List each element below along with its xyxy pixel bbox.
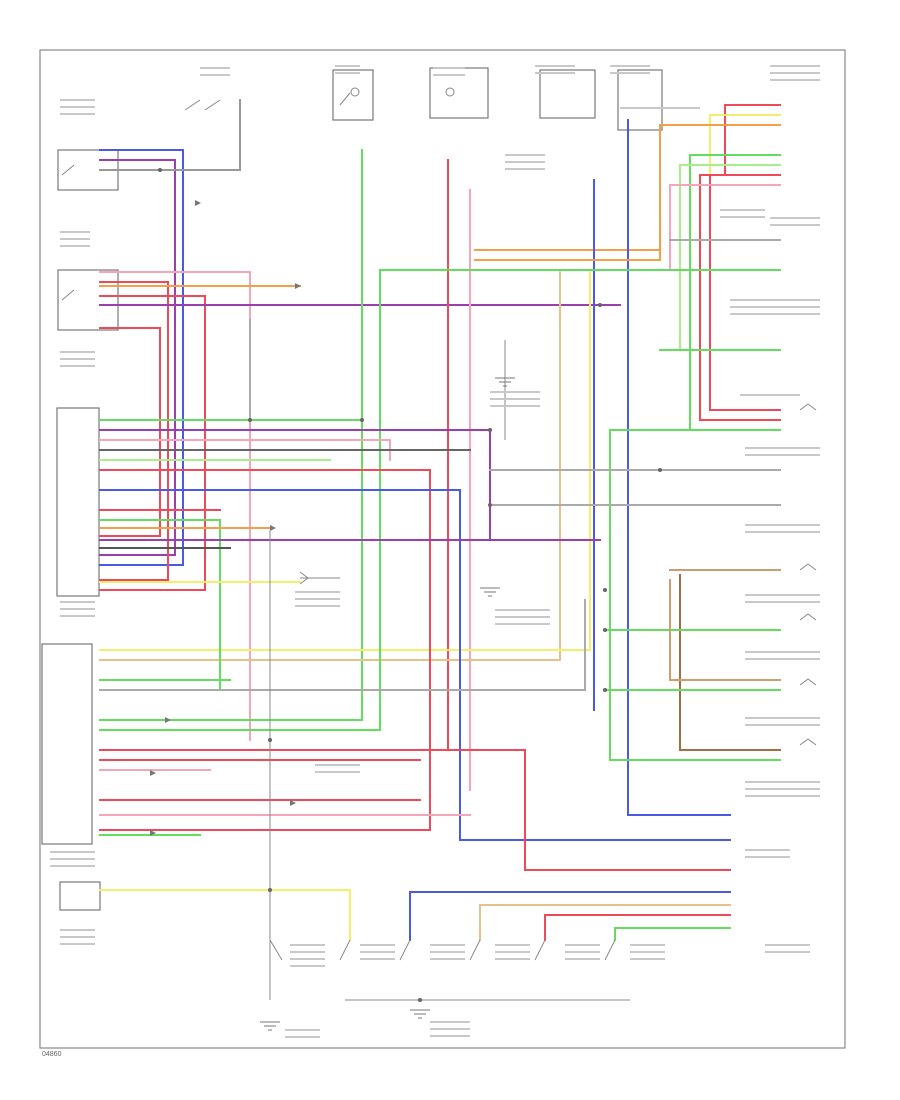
wire-pink-key: [99, 271, 251, 741]
wire-blue-top: [99, 149, 184, 566]
door-switch-right: [799, 403, 817, 746]
wire-orange-trunk: [474, 129, 661, 251]
wire-orange-right: [474, 124, 781, 261]
wire-green-right2: [99, 269, 781, 731]
wire-gray-h3: [99, 599, 586, 691]
wire-green-right: [609, 154, 781, 761]
ignition-switch-box: [332, 69, 374, 121]
wire-green-bottom: [614, 927, 731, 941]
ground-symbol-upper: [495, 377, 515, 387]
wire-purple-top: [99, 159, 176, 556]
ground-symbol-center: [480, 587, 500, 597]
fuse-box-right: [617, 69, 663, 131]
wire-green-h2: [99, 519, 221, 691]
wire-pink-right: [669, 184, 781, 271]
security-control-module: [56, 407, 100, 597]
wire-tan-bottom: [479, 904, 731, 941]
wire-blue-h1: [99, 489, 731, 841]
unreadable-labels: [50, 65, 820, 1038]
wire-red-trunk: [99, 159, 449, 751]
circuit-arrows: [150, 200, 301, 836]
wire-tan-door2: [669, 579, 781, 681]
wire-blue-bottom: [409, 891, 731, 941]
wire-yellow-bottom: [99, 889, 351, 941]
wire-red-key3: [99, 327, 161, 537]
door-switch-row: [269, 939, 616, 961]
wire-purple-h1: [99, 429, 491, 541]
wire-ltgreen-right: [679, 164, 781, 351]
top-switches: [61, 87, 455, 301]
wire-green-trunk: [99, 149, 363, 721]
wire-tan-trunk: [99, 269, 561, 661]
wire-red-h1: [99, 469, 431, 831]
ground-symbol-mid: [410, 1009, 430, 1019]
splice-points: [158, 168, 662, 1002]
headlight-relay-box: [539, 69, 596, 119]
wire-black-top: [99, 99, 241, 171]
wire-pink-h1: [99, 439, 391, 461]
wire-red-bottom: [544, 914, 731, 941]
key-cylinder-switch-box: [57, 269, 119, 331]
security-indicator: [299, 571, 340, 585]
wire-brown-door: [679, 574, 781, 751]
diagram-frame: [39, 49, 846, 1049]
hood-switch-box: [59, 881, 101, 911]
wire-red-h8: [389, 749, 731, 871]
ground-symbol-left: [260, 1021, 280, 1031]
horn-relay-box: [429, 67, 489, 119]
keyless-entry-module: [41, 643, 93, 845]
diagram-code: 04860: [42, 1051, 62, 1058]
wire-red-right2: [709, 174, 781, 411]
wire-red-key2: [99, 295, 206, 591]
wire-blue-long: [627, 119, 731, 816]
wire-red-right: [699, 104, 781, 421]
